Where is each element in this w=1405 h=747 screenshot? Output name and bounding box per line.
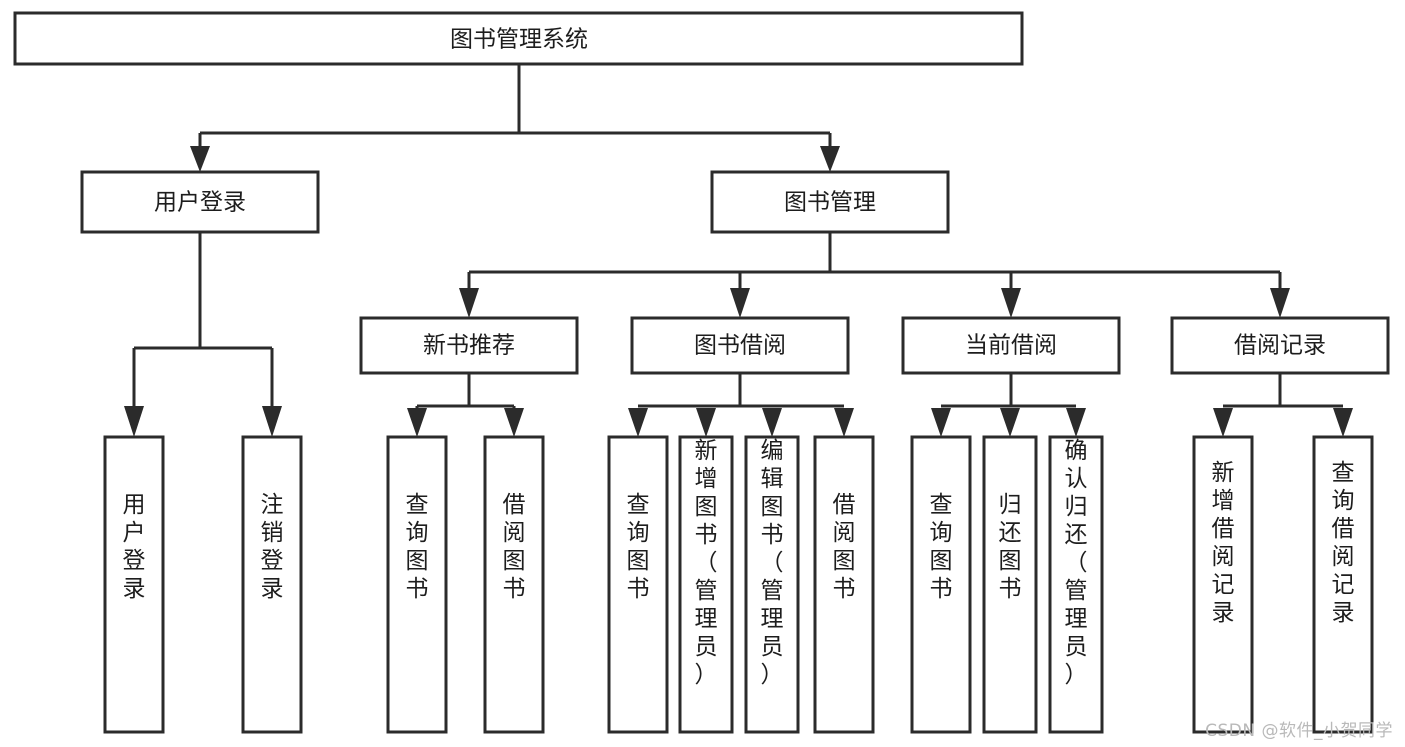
- leaf-confirm-return-label: 确认归还（管理员）: [1065, 438, 1088, 688]
- arrow-head-leaf-query-book-2: [628, 408, 648, 437]
- node-user-login[interactable]: 用户登录: [80, 170, 320, 234]
- arrow-head-bookborrow: [730, 288, 750, 318]
- arrow-head-leaf-logout: [262, 406, 282, 437]
- node-book-borrow[interactable]: 图书借阅: [630, 316, 850, 375]
- new-book-rec-box[interactable]: [359, 316, 579, 375]
- arrow-head-newbook: [459, 288, 479, 318]
- leaf-borrow-book-1-box[interactable]: [483, 435, 545, 734]
- arrow-head-leaf-borrow-book-2: [834, 408, 854, 437]
- arrow-head-borrowrecord: [1270, 288, 1290, 318]
- arrow-head-leaf-query-book-3: [931, 408, 951, 437]
- node-leaf-query-book-2[interactable]: 查询图书: [607, 435, 669, 734]
- arrow-head-leaf-edit-book: [762, 408, 782, 437]
- book-manage-box[interactable]: [710, 170, 950, 234]
- book-borrow-label: 图书借阅: [694, 333, 786, 359]
- node-leaf-return-book[interactable]: 归还图书: [982, 435, 1038, 734]
- arrow-head-leaf-add-book: [696, 408, 716, 437]
- leaf-edit-book-label: 编辑图书（管理员）: [761, 438, 784, 688]
- node-root[interactable]: 图书管理系统: [13, 11, 1024, 66]
- node-current-borrow[interactable]: 当前借阅: [901, 316, 1121, 375]
- leaf-confirm-return-box[interactable]: [1048, 435, 1104, 734]
- arrow-head-leaf-return-book: [1000, 408, 1020, 437]
- borrow-record-box[interactable]: [1170, 316, 1390, 375]
- node-leaf-user-login[interactable]: 用户登录: [103, 435, 165, 734]
- user-login-box[interactable]: [80, 170, 320, 234]
- user-login-label: 用户登录: [154, 190, 246, 216]
- node-leaf-query-book-3[interactable]: 查询图书: [910, 435, 972, 734]
- node-book-manage[interactable]: 图书管理: [710, 170, 950, 234]
- new-book-rec-label: 新书推荐: [423, 333, 515, 359]
- node-leaf-query-record[interactable]: 查询借阅记录: [1312, 435, 1374, 734]
- node-leaf-borrow-book-1[interactable]: 借阅图书: [483, 435, 545, 734]
- leaf-query-book-1-label: 查询图书: [406, 492, 429, 602]
- arrow-head-leaf-borrow-book-1: [504, 408, 524, 437]
- borrow-record-label: 借阅记录: [1234, 333, 1326, 359]
- leaf-add-record-box[interactable]: [1192, 435, 1254, 734]
- leaf-edit-book-box[interactable]: [744, 435, 800, 734]
- node-leaf-edit-book[interactable]: 编辑图书（管理员）: [744, 435, 800, 734]
- leaf-query-record-label: 查询借阅记录: [1332, 460, 1355, 626]
- leaf-add-record-label: 新增借阅记录: [1212, 460, 1235, 626]
- leaf-borrow-book-2-label: 借阅图书: [833, 492, 856, 602]
- leaf-return-book-box[interactable]: [982, 435, 1038, 734]
- current-borrow-box[interactable]: [901, 316, 1121, 375]
- leaf-borrow-book-1-label: 借阅图书: [503, 492, 526, 602]
- node-leaf-add-record[interactable]: 新增借阅记录: [1192, 435, 1254, 734]
- connector-layer: [124, 64, 1353, 437]
- leaf-query-book-2-label: 查询图书: [627, 492, 650, 602]
- node-leaf-query-book-1[interactable]: 查询图书: [386, 435, 448, 734]
- leaf-query-book-3-label: 查询图书: [930, 492, 953, 602]
- leaf-return-book-label: 归还图书: [999, 492, 1022, 602]
- node-borrow-record[interactable]: 借阅记录: [1170, 316, 1390, 375]
- leaf-query-book-2-box[interactable]: [607, 435, 669, 734]
- arrow-head-book-manage: [820, 146, 840, 172]
- node-leaf-borrow-book-2[interactable]: 借阅图书: [813, 435, 875, 734]
- current-borrow-label: 当前借阅: [965, 333, 1057, 359]
- leaf-user-login-box[interactable]: [103, 435, 165, 734]
- node-new-book-rec[interactable]: 新书推荐: [359, 316, 579, 375]
- root-label: 图书管理系统: [450, 27, 588, 53]
- root-box[interactable]: [13, 11, 1024, 66]
- leaf-borrow-book-2-box[interactable]: [813, 435, 875, 734]
- arrow-head-leaf-query-record: [1333, 408, 1353, 437]
- leaf-layer: 用户登录 注销登录 查询图书 借阅图书 查询图书 新增图书: [103, 435, 1374, 734]
- book-manage-label: 图书管理: [784, 190, 876, 216]
- arrow-head-currentborrow: [1001, 288, 1021, 318]
- leaf-query-book-3-box[interactable]: [910, 435, 972, 734]
- arrow-head-leaf-add-record: [1213, 408, 1233, 437]
- arrow-head-leaf-confirm-return: [1066, 408, 1086, 437]
- leaf-user-login-label: 用户登录: [123, 492, 146, 602]
- arrow-head-leaf-user-login: [124, 406, 144, 437]
- node-leaf-add-book[interactable]: 新增图书（管理员）: [678, 435, 734, 734]
- arrow-head-user-login: [190, 146, 210, 172]
- leaf-add-book-box[interactable]: [678, 435, 734, 734]
- leaf-logout-box[interactable]: [241, 435, 303, 734]
- book-borrow-box[interactable]: [630, 316, 850, 375]
- node-leaf-logout[interactable]: 注销登录: [241, 435, 303, 734]
- leaf-logout-label: 注销登录: [261, 492, 284, 602]
- arrow-head-leaf-query-book-1: [407, 408, 427, 437]
- node-leaf-confirm-return[interactable]: 确认归还（管理员）: [1048, 435, 1104, 734]
- leaf-query-book-1-box[interactable]: [386, 435, 448, 734]
- leaf-add-book-label: 新增图书（管理员）: [695, 438, 718, 688]
- leaf-query-record-box[interactable]: [1312, 435, 1374, 734]
